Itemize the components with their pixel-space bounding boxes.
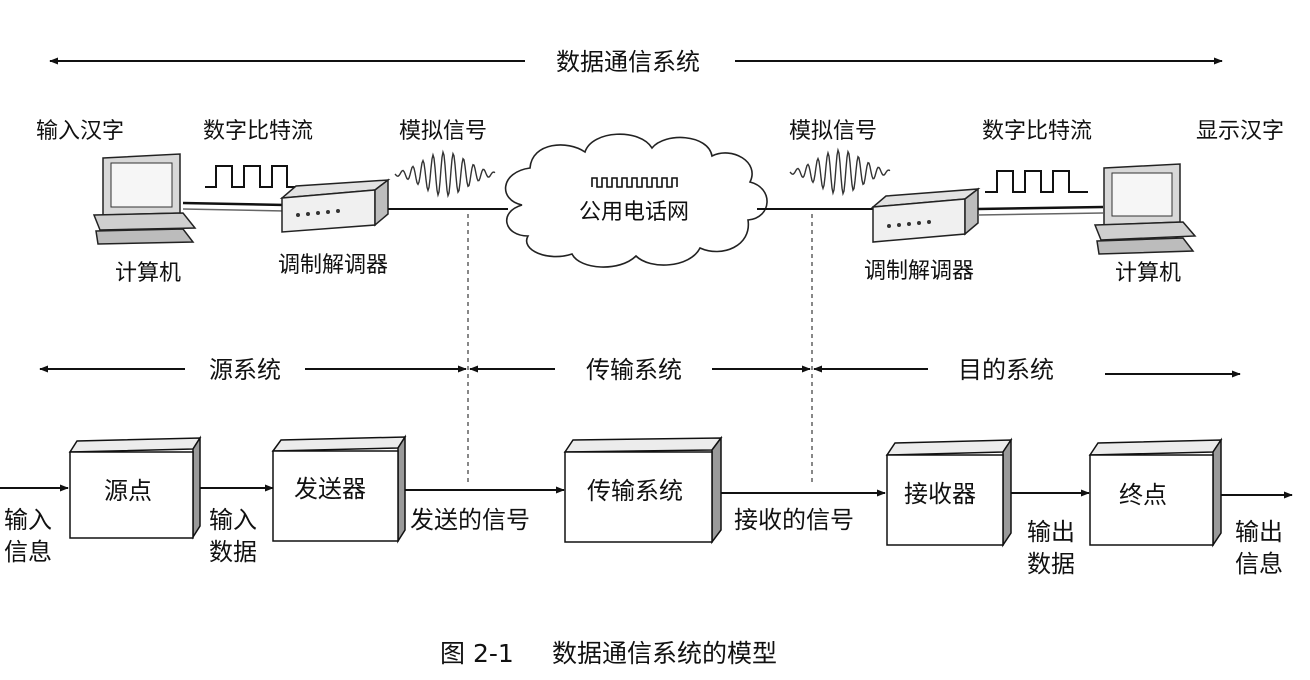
source-block-label: 源点 [104,477,152,505]
input-data-label-1: 输入 [209,506,257,534]
analog-label-left: 模拟信号 [399,119,487,144]
input-info-label-2: 信息 [4,538,52,566]
transmission-block-label: 传输系统 [587,477,683,505]
computer-icon-right [1093,163,1197,255]
computer-label-left: 计算机 [115,261,181,286]
input-data-label-2: 数据 [209,538,257,566]
modem-icon-right [870,187,981,243]
input-info-label-1: 输入 [4,506,52,534]
transmission-block [563,435,723,545]
square-wave-icon-right [985,170,1088,193]
analog-wave-icon-left [394,149,496,199]
destination-system-label: 目的系统 [958,356,1054,384]
receiver-block-label: 接收器 [904,480,976,508]
output-data-label-2: 数据 [1027,550,1075,578]
output-data-label-1: 输出 [1027,518,1075,546]
network-label: 公用电话网 [579,200,689,225]
destination-block [1088,437,1223,548]
transmission-system-label: 传输系统 [586,356,682,384]
output-info-label-2: 信息 [1235,550,1283,578]
sent-signal-label: 发送的信号 [410,506,530,534]
caption-number: 图 2-1 [440,639,514,668]
square-wave-icon-left [205,165,305,188]
bitstream-label-right: 数字比特流 [982,119,1092,144]
destination-system-arrow [813,365,1241,378]
cable-left [182,201,286,207]
bitstream-label-left: 数字比特流 [203,119,313,144]
source-block [68,435,202,540]
sender-block-label: 发送器 [294,475,366,503]
cable-right [977,205,1104,211]
received-signal-label: 接收的信号 [734,506,854,534]
modem-label-left: 调制解调器 [278,253,388,278]
display-chinese-label: 显示汉字 [1196,119,1284,144]
analog-wave-icon-right [789,147,891,197]
destination-block-label: 终点 [1119,481,1167,509]
input-chinese-label: 输入汉字 [36,119,124,144]
caption-title: 数据通信系统的模型 [552,639,777,668]
source-system-label: 源系统 [209,356,281,384]
network-cloud-icon [504,133,768,268]
output-info-label-1: 输出 [1235,518,1283,546]
modem-icon-left [279,178,391,233]
receiver-block [885,437,1013,548]
network-pulse-icon [591,177,678,188]
analog-label-right: 模拟信号 [789,119,877,144]
modem-label-right: 调制解调器 [864,259,974,284]
sender-block [271,434,407,544]
computer-label-right: 计算机 [1115,261,1181,286]
system-label: 数据通信系统 [556,48,700,76]
computer-icon-left [92,153,197,245]
